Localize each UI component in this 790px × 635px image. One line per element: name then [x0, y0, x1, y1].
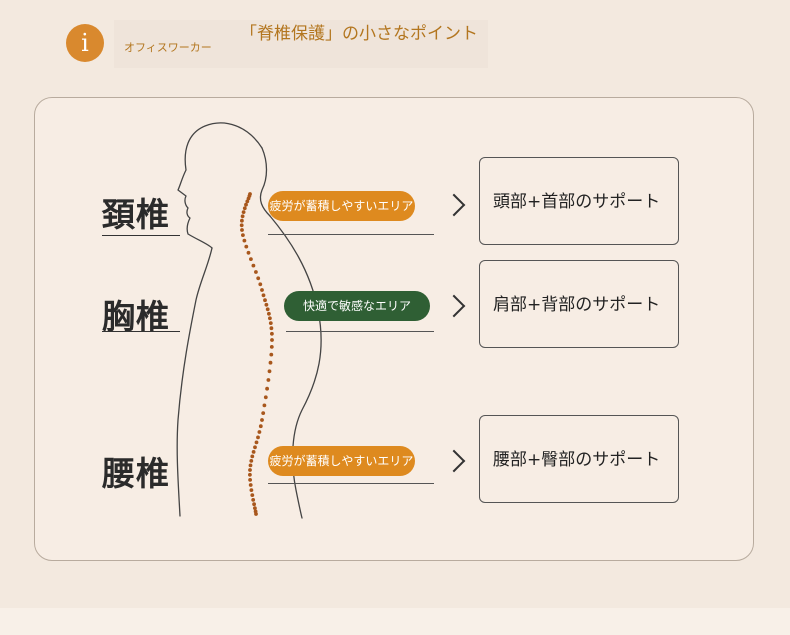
- spine-dot: [261, 411, 266, 415]
- spine-dot: [254, 440, 259, 445]
- info-icon: i: [66, 24, 104, 62]
- spine-dot: [266, 378, 271, 382]
- spine-dot: [253, 445, 257, 450]
- spine-dot: [263, 395, 268, 400]
- spine-dot: [268, 316, 272, 321]
- spine-dot: [267, 311, 271, 316]
- spine-dot: [242, 206, 247, 211]
- spine-dot: [251, 450, 256, 454]
- cervical-support-box: 頭部+首部のサポート: [479, 157, 679, 245]
- spine-dot: [248, 472, 252, 477]
- spine-dot: [268, 321, 273, 325]
- spine-dot: [257, 430, 262, 434]
- lumbar-label: 腰椎: [102, 454, 170, 493]
- thoracic-support-box: 肩部+背部のサポート: [479, 260, 679, 348]
- spine-dot: [244, 244, 249, 249]
- spine-dot: [256, 276, 261, 281]
- spine-dot: [258, 424, 263, 429]
- thoracic-label: 胸椎: [102, 297, 170, 336]
- spine-dots: [239, 192, 274, 516]
- lumbar-line: [268, 483, 434, 485]
- cervical-underline: [102, 235, 180, 237]
- spine-dot: [248, 483, 253, 487]
- lumbar-support-box: 腰部+臀部のサポート: [479, 415, 679, 503]
- cervical-label: 頚椎: [102, 195, 170, 234]
- bottom-band: [0, 608, 790, 635]
- spine-dot: [269, 326, 274, 331]
- thoracic-tag: 快適で敏感なエリア: [284, 291, 430, 321]
- spine-dot: [254, 270, 258, 274]
- spine-dot: [269, 345, 274, 349]
- spine-dot: [240, 218, 244, 223]
- spine-dot: [246, 196, 251, 201]
- cervical-tag: 疲労が蓄積しやすいエリア: [268, 191, 415, 221]
- spine-dot: [240, 214, 245, 219]
- spine-dot: [246, 250, 251, 255]
- spine-dot: [265, 307, 270, 312]
- spine-dot: [253, 506, 257, 510]
- spine-dot: [239, 223, 244, 228]
- spine-dot: [248, 478, 253, 482]
- spine-dot: [258, 282, 263, 287]
- spine-dot: [248, 468, 252, 472]
- thoracic-line: [286, 331, 434, 333]
- header-subtitle: オフィスワーカー: [124, 41, 212, 54]
- spine-dot: [245, 199, 250, 204]
- spine-dot: [250, 454, 255, 459]
- spine-dot: [242, 238, 247, 243]
- spine-dot: [241, 210, 246, 215]
- spine-dot: [252, 502, 256, 507]
- spine-dot: [264, 302, 269, 307]
- spine-dot: [250, 493, 255, 497]
- spine-dot: [267, 369, 272, 374]
- spine-dot: [269, 352, 274, 357]
- spine-dot: [249, 257, 253, 261]
- spine-dot: [254, 512, 258, 516]
- spine-dot: [240, 228, 244, 232]
- spine-dot: [265, 386, 269, 391]
- spine-dot: [262, 403, 267, 408]
- spine-dot: [251, 498, 256, 502]
- spine-dot: [260, 288, 264, 292]
- spine-dot: [261, 293, 266, 298]
- cervical-line: [268, 234, 434, 236]
- spine-dot: [256, 435, 260, 440]
- header-box: [114, 20, 488, 68]
- page-title: 「脊椎保護」の小さなポイント: [240, 24, 478, 44]
- spine-dot: [248, 463, 253, 468]
- spine-dot: [260, 418, 264, 422]
- spine-dot: [241, 233, 245, 238]
- spine-dot: [270, 331, 274, 336]
- lumbar-tag: 疲労が蓄積しやすいエリア: [268, 446, 415, 476]
- spine-dot: [244, 202, 248, 207]
- thoracic-underline: [102, 331, 180, 333]
- spine-dot: [268, 360, 273, 365]
- spine-dot: [251, 263, 256, 268]
- spine-dot: [249, 488, 254, 492]
- spine-dot: [270, 338, 274, 342]
- spine-dot: [263, 298, 267, 303]
- spine-dot: [249, 459, 254, 463]
